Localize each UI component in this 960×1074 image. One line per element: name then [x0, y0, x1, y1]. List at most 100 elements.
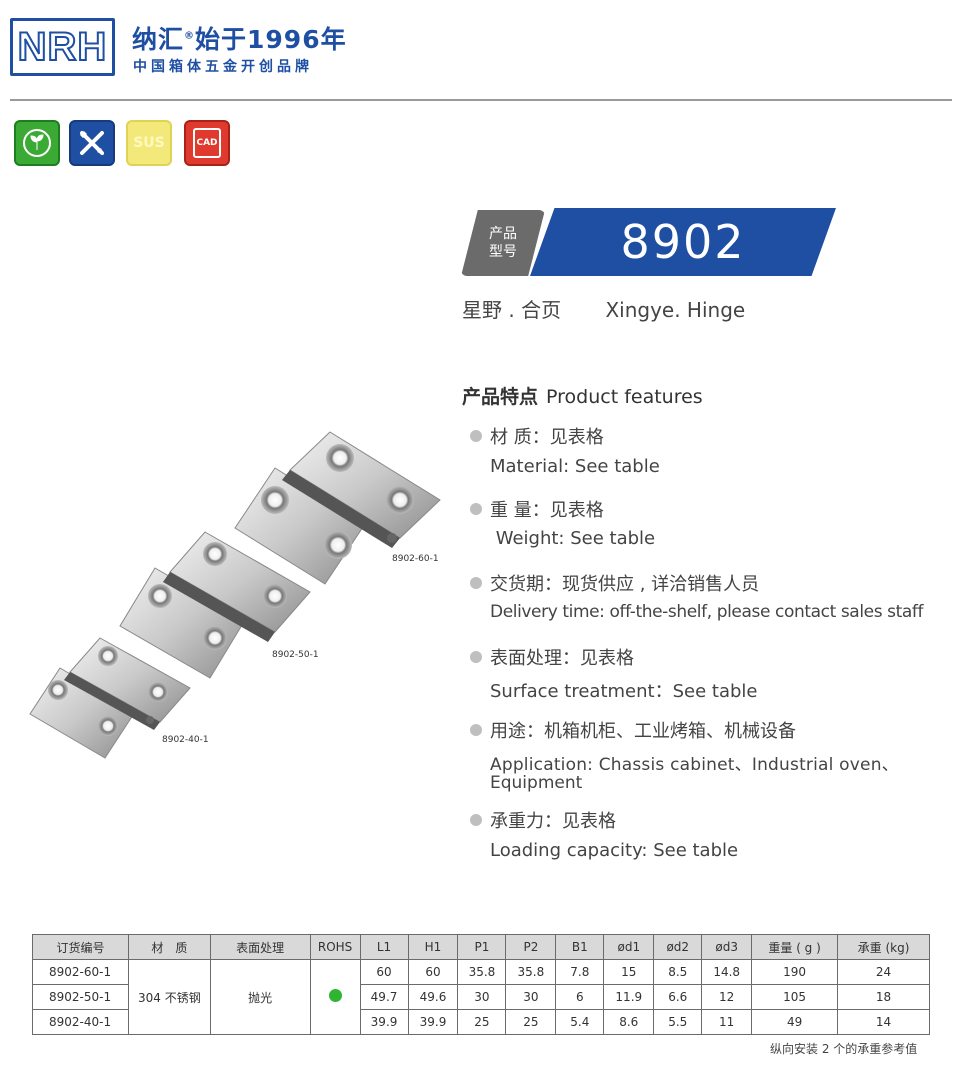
feature-en: Material: See table — [490, 456, 660, 477]
feature-en: Weight: See table — [490, 528, 656, 549]
cell-d3: 12 — [701, 984, 753, 1010]
cell-p1: 35.8 — [457, 959, 507, 985]
feature-cn: 用途：机箱机柜、工业烤箱、机械设备 — [490, 721, 796, 742]
cell-weight: 105 — [751, 984, 839, 1010]
cell-load: 14 — [837, 1009, 930, 1035]
product-name-cn: 星野 . 合页 — [462, 298, 562, 322]
feature-item: 重 量：见表格 — [470, 496, 604, 522]
col-header: 订货编号 — [32, 934, 129, 960]
model-tag: 产品 型号 — [461, 210, 545, 276]
hinge-label-60: 8902-60-1 — [392, 554, 439, 564]
feature-cn: 表面处理：见表格 — [490, 648, 634, 669]
table-row: 8902-50-1 49.7 49.6 30 30 6 11.9 6.6 12 … — [32, 984, 930, 1010]
feature-en: Delivery time: off-the-shelf, please con… — [490, 602, 924, 622]
cell-load: 18 — [837, 984, 930, 1010]
features-heading: 产品特点 Product features — [462, 382, 703, 409]
col-header: P2 — [505, 934, 557, 960]
cell-d1: 11.9 — [603, 984, 655, 1010]
bullet-icon — [470, 651, 482, 663]
feature-cn: 交货期：现货供应 , 详洽销售人员 — [490, 574, 760, 595]
cell-l1: 60 — [359, 959, 409, 985]
cell-b1: 7.8 — [555, 959, 605, 985]
feature-cn: 承重力：见表格 — [490, 811, 616, 832]
cell-d2: 8.5 — [653, 959, 703, 985]
cell-load: 24 — [837, 959, 930, 985]
table-row: 8902-60-1 304 不锈钢 抛光 60 60 35.8 35.8 7.8… — [32, 959, 930, 1035]
cad-file-icon: CAD — [184, 120, 230, 166]
cell-code: 8902-50-1 — [32, 984, 129, 1010]
col-header: 表面处理 — [209, 934, 311, 960]
cell-d3: 11 — [701, 1009, 753, 1035]
hinge-illustration: 8902-60-1 8902-50-1 8902-40-1 — [20, 420, 450, 760]
cell-b1: 6 — [555, 984, 605, 1010]
hinge-40 — [29, 637, 191, 759]
cell-material: 304 不锈钢 — [127, 959, 211, 1035]
col-header: P1 — [457, 934, 507, 960]
feature-en: Surface treatment：See table — [490, 681, 758, 702]
bullet-icon — [470, 577, 482, 589]
feature-item: 交货期：现货供应 , 详洽销售人员 — [470, 570, 759, 596]
cell-p2: 35.8 — [505, 959, 557, 985]
sus-badge: SUS — [126, 120, 172, 166]
feature-cn: 重 量：见表格 — [490, 500, 604, 521]
col-header: L1 — [359, 934, 409, 960]
table-footnote: 纵向安装 2 个的承重参考值 — [770, 1042, 918, 1056]
col-header: ød2 — [653, 934, 703, 960]
cell-l1: 39.9 — [359, 1009, 409, 1035]
cell-p2: 25 — [505, 1009, 557, 1035]
col-header: 重量 ( g ) — [751, 934, 839, 960]
cell-d2: 6.6 — [653, 984, 703, 1010]
feature-en: Loading capacity: See table — [490, 840, 739, 861]
hinge-label-40: 8902-40-1 — [162, 735, 209, 745]
registered-mark: ® — [184, 30, 196, 42]
header-divider — [10, 99, 952, 101]
cell-d1: 8.6 — [603, 1009, 655, 1035]
logo-text: NRH — [17, 24, 108, 70]
model-tag-line1: 产品 — [489, 226, 517, 242]
nrh-logo: NRH — [10, 18, 115, 76]
table-row: 8902-40-1 39.9 39.9 25 25 5.4 8.6 5.5 11… — [32, 1009, 930, 1035]
model-tag-line2: 型号 — [489, 244, 517, 260]
hinge-60 — [234, 431, 441, 585]
product-name-en: Xingye. Hinge — [605, 298, 746, 322]
cell-rohs — [309, 959, 361, 1035]
col-header: B1 — [555, 934, 605, 960]
bullet-icon — [470, 503, 482, 515]
cell-p2: 30 — [505, 984, 557, 1010]
cad-doc-shape: CAD — [193, 128, 221, 158]
features-heading-en: Product features — [546, 386, 703, 408]
cell-p1: 25 — [457, 1009, 507, 1035]
product-name: 星野 . 合页 Xingye. Hinge — [462, 294, 745, 323]
col-header: H1 — [407, 934, 459, 960]
feature-item: 用途：机箱机柜、工业烤箱、机械设备 — [470, 717, 796, 743]
cell-d2: 5.5 — [653, 1009, 703, 1035]
features-heading-cn: 产品特点 — [462, 386, 539, 408]
col-header: 材 质 — [127, 934, 211, 960]
rohs-compliant-icon — [328, 989, 342, 1002]
col-header: 承重 (kg) — [837, 934, 930, 960]
bullet-icon — [470, 814, 482, 826]
cell-surface: 抛光 — [209, 959, 311, 1035]
brand-slogan: 纳汇®始于1996年 — [132, 20, 347, 56]
cad-badge-label: CAD — [196, 138, 218, 148]
bullet-icon — [470, 724, 482, 736]
cell-h1: 39.9 — [407, 1009, 459, 1035]
feature-en: Application: Chassis cabinet、Industrial … — [490, 755, 899, 775]
cell-b1: 5.4 — [555, 1009, 605, 1035]
col-header: ød3 — [701, 934, 753, 960]
cell-d1: 15 — [603, 959, 655, 985]
feature-item: 材 质：见表格 — [470, 423, 604, 449]
cell-p1: 30 — [457, 984, 507, 1010]
bullet-icon — [470, 430, 482, 442]
cell-l1: 49.7 — [359, 984, 409, 1010]
tools-icon — [69, 120, 115, 166]
cell-weight: 190 — [751, 959, 839, 985]
sus-badge-label: SUS — [133, 135, 165, 151]
col-header: ød1 — [603, 934, 655, 960]
hinge-drawing — [29, 431, 441, 759]
hinge-label-50: 8902-50-1 — [272, 650, 319, 660]
model-number: 8902 — [530, 208, 836, 276]
cell-code: 8902-40-1 — [32, 1009, 129, 1035]
col-header: ROHS — [309, 934, 361, 960]
feature-en-cont: Equipment — [490, 773, 583, 793]
